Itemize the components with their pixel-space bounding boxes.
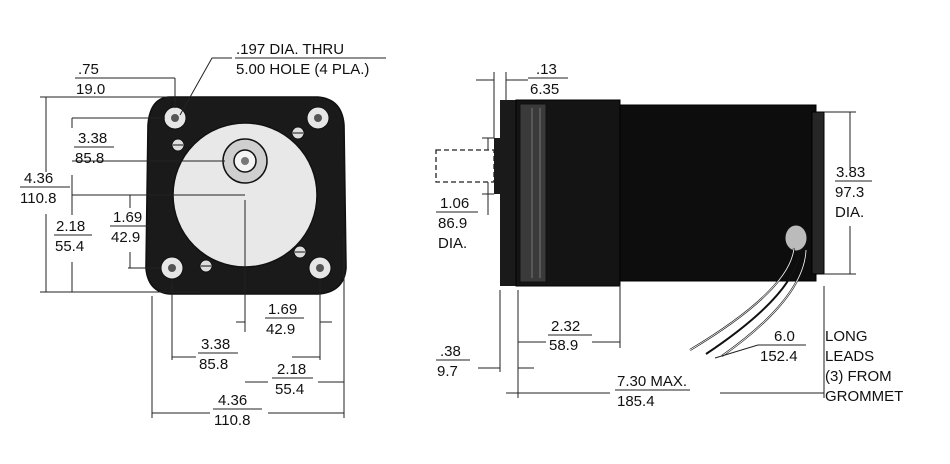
hole-callout-line1: .197 DIA. THRU [236, 41, 344, 58]
side-labels: .13 6.35 1.06 86.9 DIA. 3.83 97.3 DIA. .… [437, 61, 903, 410]
hole-callout-line2: 5.00 HOLE (4 PLA.) [236, 61, 369, 78]
lead-note-line4: GROMMET [825, 388, 903, 405]
screw-top-right [291, 126, 305, 140]
mounting-hole-top-left [163, 106, 187, 130]
motor-body [619, 104, 817, 282]
shaft-height-inch: 3.38 [78, 130, 107, 147]
pilot-diameter-mm: 86.9 [438, 215, 467, 232]
lead-note-line2: LEADS [825, 348, 874, 365]
flange-thickness-mm: 6.35 [530, 81, 559, 98]
grommet [784, 224, 808, 252]
shaft-height-mm: 85.8 [75, 150, 104, 167]
mounting-hole-bottom-right [308, 256, 332, 280]
hole-spacing-vertical-mm: 42.9 [111, 229, 140, 246]
shaft-width-inch: 3.38 [201, 336, 230, 353]
screw-top-left [171, 138, 185, 152]
lead-note-line1: LONG [825, 328, 868, 345]
body-diameter-mm: 97.3 [835, 184, 864, 201]
top-offset-inch: .75 [78, 61, 99, 78]
pilot-diameter-inch: 1.06 [440, 195, 469, 212]
overall-length-inch: 7.30 MAX. [617, 373, 687, 390]
gearbox-ring [519, 103, 547, 283]
overall-height-inch: 4.36 [24, 170, 53, 187]
side-view [435, 99, 825, 357]
pilot-diameter-suffix: DIA. [438, 235, 467, 252]
gearbox-length-inch: 2.32 [551, 318, 580, 335]
half-width-inch: 2.18 [277, 361, 306, 378]
screw-bottom-left [199, 259, 213, 273]
mounting-hole-bottom-left [160, 256, 184, 280]
shaft-extension-mm: 9.7 [437, 363, 458, 380]
lead-length-inch: 6.0 [774, 328, 795, 345]
overall-height-mm: 110.8 [20, 190, 56, 207]
half-height-mm: 55.4 [55, 238, 84, 255]
hole-spacing-horizontal-inch: 1.69 [268, 301, 297, 318]
hole-spacing-horizontal-mm: 42.9 [266, 321, 295, 338]
front-view [145, 96, 347, 295]
end-cap [811, 111, 825, 275]
hole-spacing-vertical-inch: 1.69 [113, 209, 142, 226]
body-diameter-suffix: DIA. [835, 204, 864, 221]
lead-length-mm: 152.4 [760, 348, 798, 365]
gearbox-length-mm: 58.9 [549, 337, 578, 354]
shaft-extension-inch: .38 [440, 343, 461, 360]
lead-note-line3: (3) FROM [825, 368, 892, 385]
body-diameter-inch: 3.83 [836, 164, 865, 181]
shaft-center [241, 157, 249, 165]
flange-thickness-inch: .13 [536, 61, 557, 78]
shaft-dashed [435, 149, 495, 183]
front-labels: .197 DIA. THRU 5.00 HOLE (4 PLA.) .75 19… [20, 41, 369, 429]
side-flange [500, 100, 518, 286]
overall-length-mm: 185.4 [617, 393, 655, 410]
half-height-inch: 2.18 [56, 218, 85, 235]
overall-width-inch: 4.36 [218, 392, 247, 409]
shaft-width-mm: 85.8 [199, 356, 228, 373]
top-offset-mm: 19.0 [76, 81, 105, 98]
mounting-hole-top-right [306, 106, 330, 130]
overall-width-mm: 110.8 [214, 412, 250, 429]
half-width-mm: 55.4 [275, 381, 304, 398]
front-dimension-lines [20, 57, 386, 418]
side-dimension-lines [436, 72, 872, 398]
screw-bottom-right [293, 245, 307, 259]
